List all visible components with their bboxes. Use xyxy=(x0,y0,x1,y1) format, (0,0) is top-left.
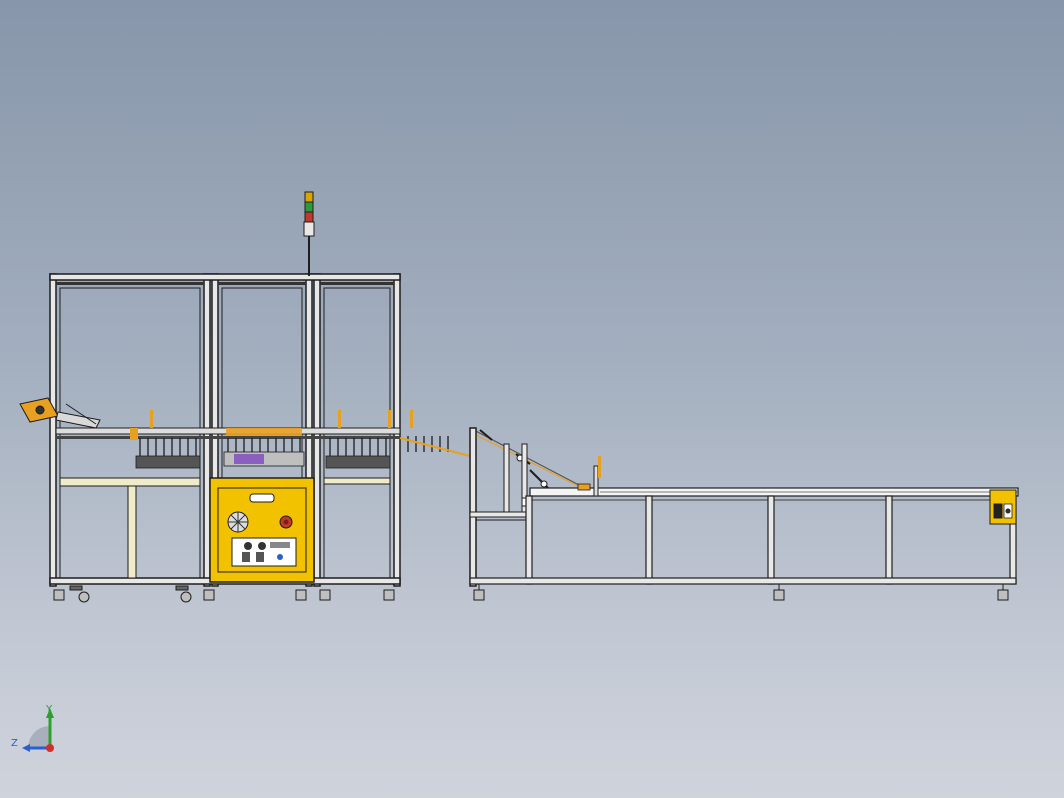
drive-motor-box[interactable] xyxy=(989,489,1017,525)
transfer-section[interactable] xyxy=(399,427,601,587)
orientation-triad[interactable]: Y Z xyxy=(11,704,54,752)
cabinet-handle[interactable] xyxy=(249,493,275,503)
outfeed-conveyor[interactable] xyxy=(469,456,1019,601)
left-machine[interactable] xyxy=(19,273,449,603)
signal-tower-icon xyxy=(303,191,315,276)
z-axis-label: Z xyxy=(11,738,18,749)
fan-icon xyxy=(227,511,249,533)
linkage-arms xyxy=(479,429,549,489)
leveling-feet xyxy=(53,585,395,603)
conveyor-feet xyxy=(473,584,1009,601)
infeed-unit[interactable] xyxy=(19,397,101,429)
control-cabinet[interactable] xyxy=(209,477,315,583)
x-axis-dot xyxy=(46,744,54,752)
emergency-stop-icon[interactable] xyxy=(279,515,293,529)
pneumatic-panel[interactable] xyxy=(231,537,297,567)
y-axis-label: Y xyxy=(45,704,53,715)
